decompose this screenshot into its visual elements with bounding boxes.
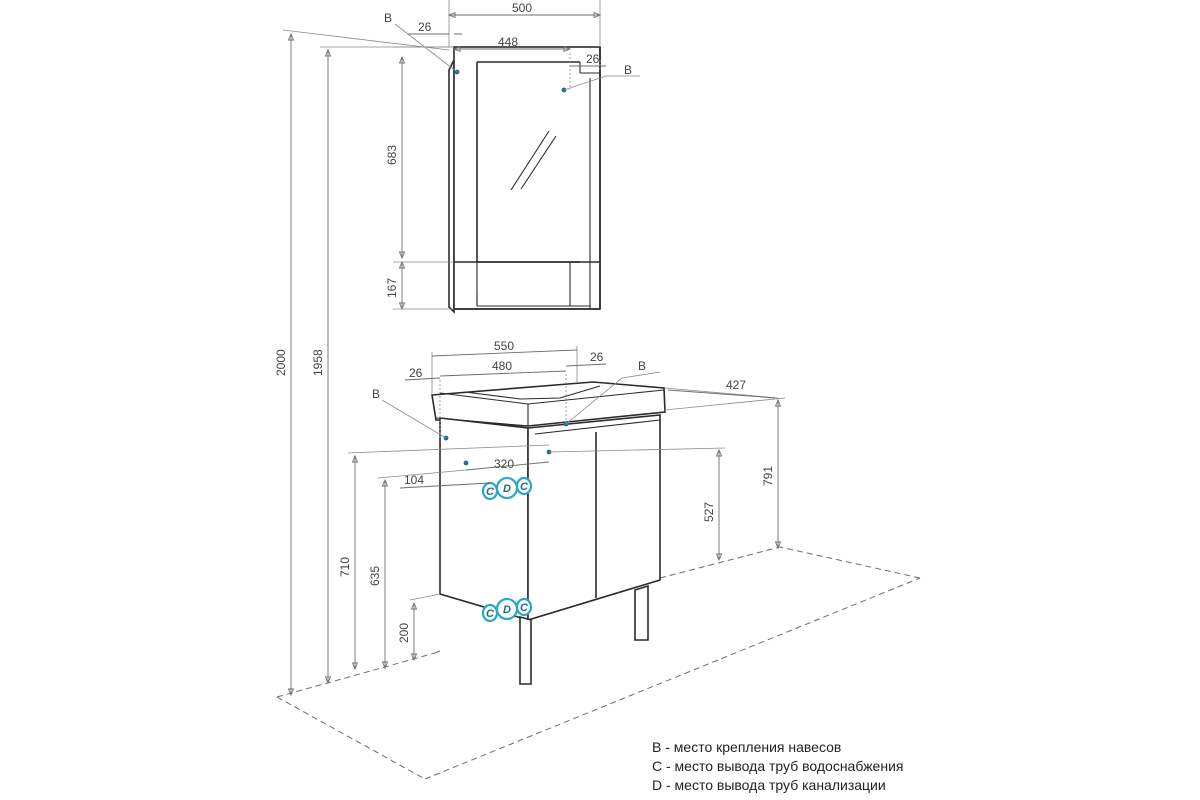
cabinet-dimensions: 500 448 26 26 B B 683 167	[384, 0, 640, 311]
dim-leg-height: 200	[397, 623, 411, 643]
legend: B - место крепления навесов C - место вы…	[652, 738, 1172, 795]
label-b-vanity-right: B	[638, 359, 646, 373]
dim-mount-offset: 104	[404, 473, 424, 487]
dim-vanity-depth: 427	[726, 378, 746, 392]
legend-item-c: C - место вывода труб водоснабжения	[652, 758, 904, 774]
dim-cabinet-side-right: 26	[586, 52, 600, 66]
connector-c-upper-right-label: C	[520, 481, 529, 493]
dim-shelf-height: 167	[385, 278, 399, 298]
dim-vanity-width: 550	[494, 339, 514, 353]
connector-c-lower-left-label: C	[486, 608, 495, 620]
connector-c-upper-left-label: C	[486, 486, 495, 498]
dim-vanity-inner-width: 480	[492, 359, 512, 373]
dim-vanity-total-height: 791	[761, 466, 775, 486]
vanity-unit	[431, 381, 666, 685]
connectors-upper: C D C	[481, 476, 533, 501]
wall-cabinet	[448, 46, 601, 314]
connector-c-upper-right	[515, 476, 533, 496]
connectors-lower: C D C	[481, 597, 533, 623]
dim-vanity-offset-left: 26	[409, 366, 423, 380]
dim-mount-span: 320	[494, 457, 514, 471]
dim-mount-height-vanity: 635	[368, 566, 382, 586]
overall-dimensions: 2000 1958	[274, 29, 454, 697]
dim-water-height: 710	[338, 557, 352, 577]
dim-vanity-offset-right: 26	[590, 350, 604, 364]
connector-c-lower-right-label: C	[520, 602, 529, 614]
dim-drain-height: 527	[702, 502, 716, 522]
connector-c-lower-right	[515, 597, 533, 617]
dim-cabinet-side-left: 26	[418, 20, 432, 34]
dim-mount-height: 1958	[311, 349, 325, 376]
mount-point-vanity-1	[463, 460, 469, 466]
vanity-dimensions: 550 480 26 26 B B 427 791 527 320	[338, 339, 786, 671]
label-b-vanity-left: B	[372, 387, 380, 401]
label-b-cabinet-left: B	[384, 11, 392, 25]
dim-cabinet-inner-width: 448	[498, 35, 518, 49]
legend-item-b: B - место крепления навесов	[652, 739, 842, 755]
connector-d-lower-label: D	[503, 604, 511, 616]
dim-cabinet-width: 500	[512, 1, 532, 15]
legend-item-d: D - место вывода труб канализации	[652, 777, 886, 793]
floor-outline	[276, 546, 921, 780]
label-b-cabinet-right: B	[624, 63, 632, 77]
dim-total-height: 2000	[274, 349, 288, 376]
dim-mirror-height: 683	[385, 145, 399, 165]
connector-d-upper-label: D	[503, 483, 511, 495]
